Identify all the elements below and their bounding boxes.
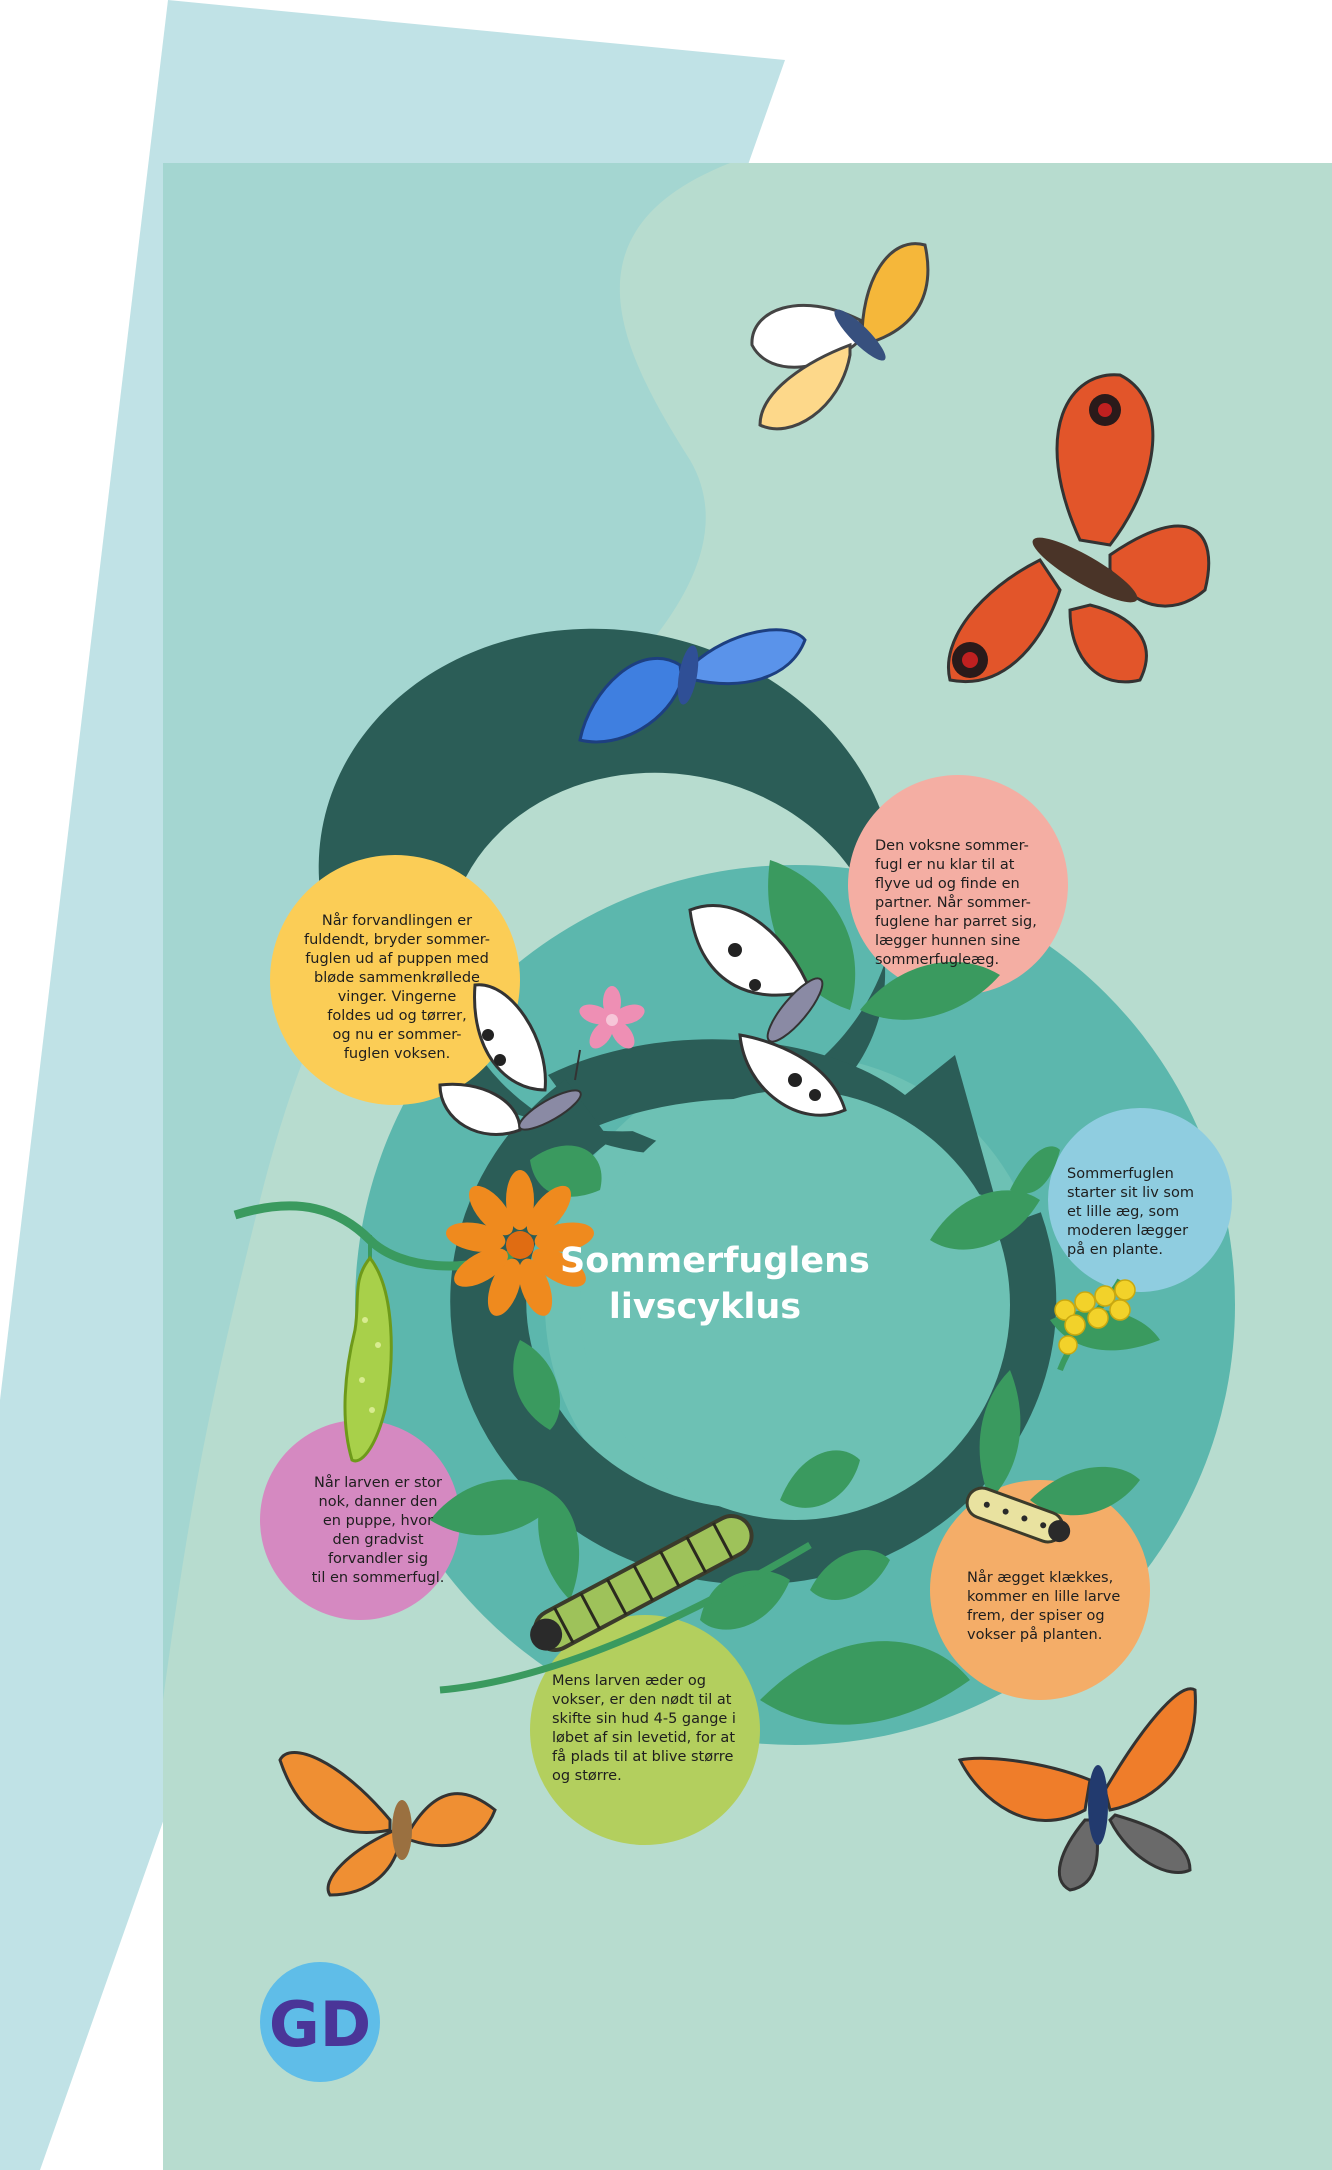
- title-line-1: Sommerfuglens: [560, 1241, 870, 1281]
- text-line: vokser på planten.: [967, 1627, 1103, 1643]
- text-line: partner. Når sommer-: [875, 895, 1031, 911]
- hatch-bubble-text: Når ægget klækkes, kommer en lille larve…: [967, 1569, 1137, 1645]
- text-line: flyve ud og finde en: [875, 876, 1020, 892]
- chrysalis-icon: [343, 1235, 393, 1463]
- text-line: skifte sin hud 4-5 gange i: [552, 1711, 736, 1727]
- text-line: kommer en lille larve: [967, 1589, 1121, 1605]
- text-line: frem, der spiser og: [967, 1608, 1105, 1624]
- orange-tip-butterfly-icon: [750, 242, 930, 431]
- emerging-butterfly-icon: [438, 983, 582, 1136]
- text-line: Når larven er stor: [313, 1475, 443, 1491]
- leaves: [430, 860, 1160, 1725]
- text-line: Når forvandlingen er: [321, 913, 473, 929]
- text-line: Sommerfuglen: [1067, 1166, 1174, 1182]
- egg-bubble-text: Sommerfuglen starter sit liv som et lill…: [1067, 1165, 1197, 1260]
- adult-bubble-text: Den voksne sommer- fugl er nu klar til a…: [875, 837, 1045, 970]
- large-caterpillar-icon: [530, 1514, 754, 1652]
- text-line: og nu er sommer-: [332, 1027, 462, 1043]
- cabbage-white-butterfly-icon: [688, 904, 847, 1117]
- text-line: starter sit liv som: [1067, 1185, 1194, 1201]
- painted-lady-butterfly-icon: [278, 1751, 497, 1897]
- diagram-title: Sommerfuglens livscyklus: [560, 1238, 870, 1330]
- text-line: fuglen ud af puppen med: [305, 951, 489, 967]
- text-line: få plads til at blive større: [552, 1749, 734, 1765]
- text-line: bløde sammenkrøllede: [314, 970, 480, 986]
- text-line: vinger. Vingerne: [337, 989, 457, 1005]
- bubble-emerge: [270, 855, 520, 1105]
- small-caterpillar-icon: [965, 1486, 1071, 1544]
- text-line: en puppe, hvor: [322, 1513, 434, 1529]
- text-line: den gradvist: [332, 1532, 424, 1548]
- text-line: et lille æg, som: [1067, 1204, 1180, 1220]
- text-line: nok, danner den: [318, 1494, 438, 1510]
- text-line: foldes ud og tørrer,: [327, 1008, 467, 1024]
- text-line: til en sommerfugl.: [311, 1570, 445, 1586]
- logo-text: GD: [269, 1988, 371, 2061]
- text-line: vokser, er den nødt til at: [552, 1692, 732, 1708]
- text-line: fuldendt, bryder sommer-: [303, 932, 491, 948]
- title-line-2: livscyklus: [608, 1287, 802, 1327]
- text-line: Den voksne sommer-: [875, 838, 1029, 854]
- larva-bubble-text: Mens larven æder og vokser, er den nødt …: [552, 1672, 752, 1786]
- curved-band: [163, 163, 730, 1700]
- bubble-larva: [530, 1615, 760, 1845]
- larva-stem: [439, 1541, 812, 1694]
- inner-disk-cover: [580, 1090, 1010, 1520]
- text-line: løbet af sin levetid, for at: [552, 1730, 736, 1746]
- text-line: og større.: [552, 1768, 622, 1784]
- egg-cluster-icon: [1054, 1279, 1136, 1355]
- text-line: sommerfugleæg.: [875, 952, 1000, 968]
- emerge-bubble-text: Når forvandlingen er fuldendt, bryder so…: [282, 912, 512, 1064]
- text-line: forvandler sig: [327, 1551, 429, 1567]
- text-line: fuglene har parret sig,: [875, 914, 1037, 930]
- gd-logo-icon: GD: [260, 1962, 380, 2082]
- text-line: lægger hunnen sine: [875, 933, 1021, 949]
- bubble-egg: [1048, 1108, 1232, 1292]
- orange-flower-icon: [446, 1170, 594, 1316]
- text-line: fuglen voksen.: [343, 1046, 451, 1062]
- text-line: på en plante.: [1067, 1242, 1163, 1258]
- pupa-bubble-text: Når larven er stor nok, danner den en pu…: [298, 1474, 458, 1588]
- blue-butterfly-icon: [578, 628, 807, 744]
- peacock-butterfly-icon: [947, 373, 1211, 684]
- pink-flower-icon: [579, 986, 645, 1049]
- text-line: Når ægget klækkes,: [967, 1570, 1114, 1586]
- bubble-pupa: [260, 1420, 460, 1620]
- small-tortoiseshell-butterfly-icon: [957, 1687, 1197, 1892]
- bubble-hatch: [930, 1480, 1150, 1700]
- text-line: Mens larven æder og: [552, 1673, 706, 1689]
- bubble-adult: [848, 775, 1068, 995]
- text-line: moderen lægger: [1067, 1223, 1189, 1239]
- text-line: fugl er nu klar til at: [875, 857, 1015, 873]
- cycle-arrow: [318, 628, 897, 1155]
